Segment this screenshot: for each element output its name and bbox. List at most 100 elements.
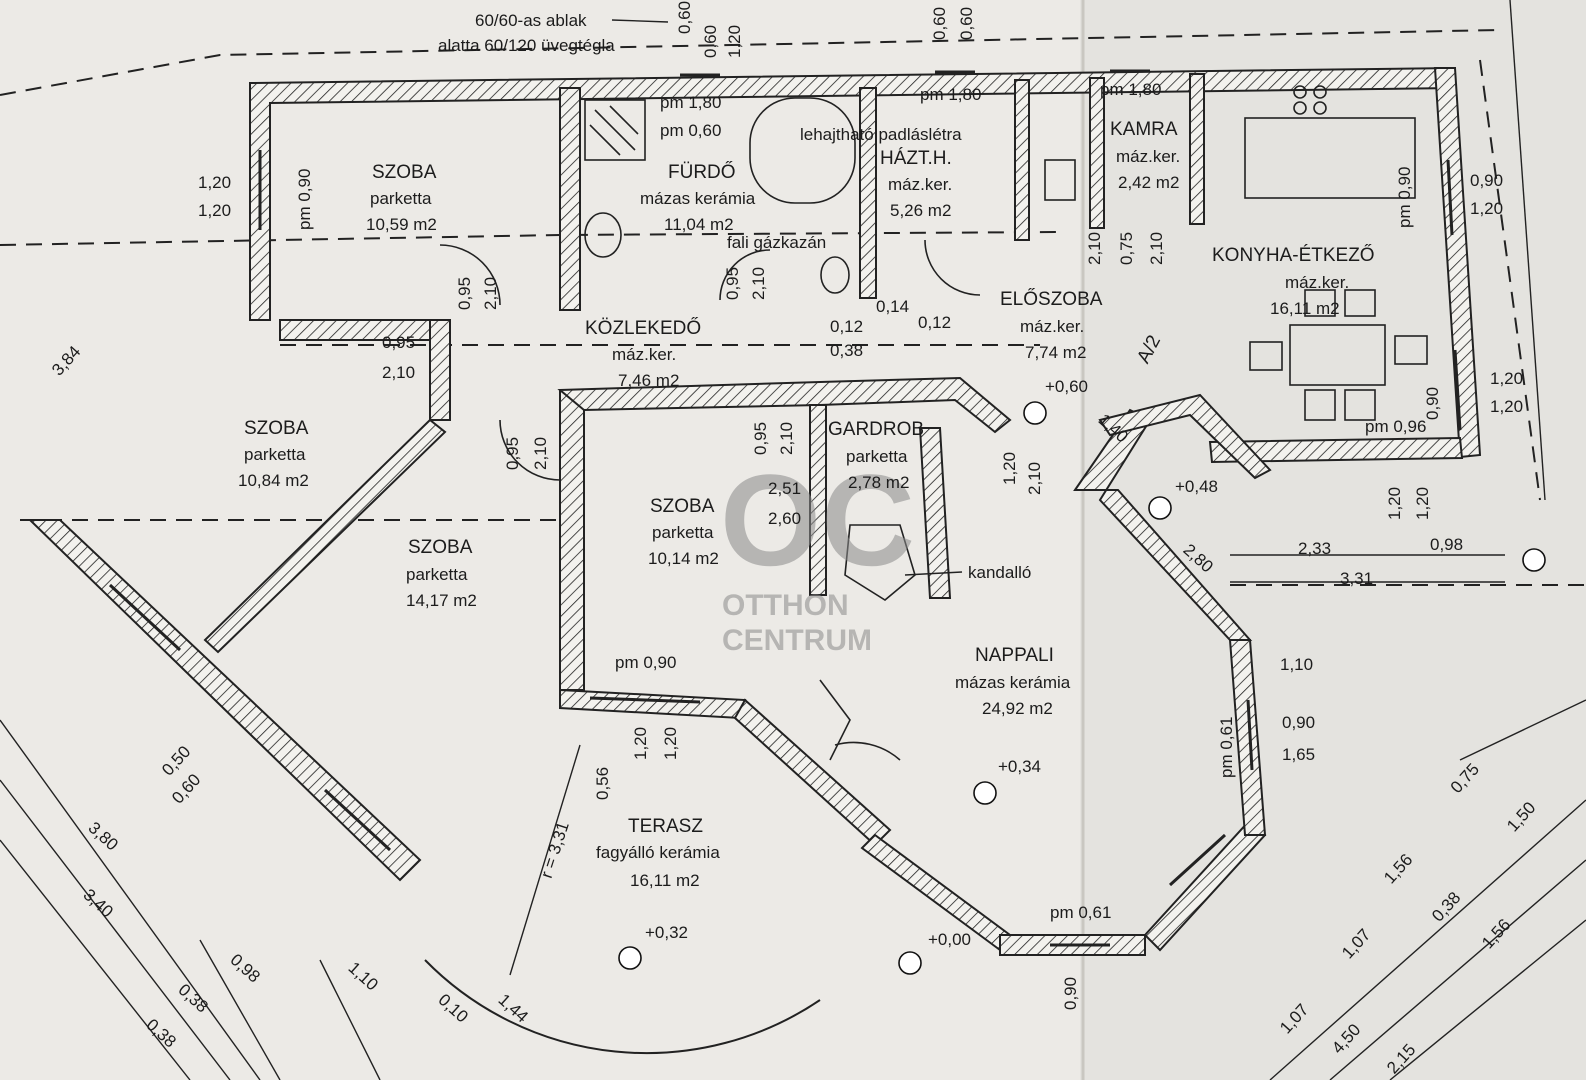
level-label: +0,60 — [1045, 377, 1088, 396]
room-floor: máz.ker. — [1285, 273, 1349, 292]
dim-label: 0,98 — [1430, 535, 1463, 554]
dim-label: pm 0,60 — [660, 121, 721, 140]
dim-label: 1,10 — [1280, 655, 1313, 674]
dim-label: 3,31 — [1340, 569, 1373, 588]
dim-label: 2,10 — [481, 277, 500, 310]
room-floor: máz.ker. — [1020, 317, 1084, 336]
fireplace-body — [844, 524, 916, 601]
room-name: TERASZ — [628, 816, 703, 837]
fireplace-leader — [904, 571, 963, 576]
room-name: SZOBA — [408, 537, 473, 558]
dim-label: pm 0,90 — [615, 653, 676, 672]
room-name: SZOBA — [244, 418, 309, 439]
dim-label: 0,12 — [918, 313, 951, 332]
washbasin — [584, 212, 622, 258]
walls — [27, 66, 1482, 956]
room-floor: parketta — [244, 445, 306, 464]
room-name: GARDROB — [828, 419, 924, 440]
room-label-nappali: NAPPALI mázas kerámia 24,92 m2 — [955, 645, 1071, 718]
dim-label: 0,95 — [455, 277, 474, 310]
room-name: KAMRA — [1110, 119, 1178, 140]
dim-label: 2,10 — [777, 422, 796, 455]
attic-ladder-note: lehajtható padláslétra — [800, 125, 962, 144]
room-area: 10,59 m2 — [366, 215, 437, 234]
room-floor: máz.ker. — [612, 345, 676, 364]
dim-label: pm 0,96 — [1365, 417, 1426, 436]
window-note-line1: 60/60-as ablak — [475, 11, 587, 30]
room-name: KÖZLEKEDŐ — [585, 317, 701, 339]
room-floor: máz.ker. — [1116, 147, 1180, 166]
dim-label: pm 1,80 — [920, 85, 981, 104]
level-label: +0,48 — [1175, 477, 1218, 496]
room-name: SZOBA — [650, 496, 715, 517]
fireplace-note: kandalló — [968, 563, 1031, 582]
terrace-arc — [424, 959, 821, 1055]
paper-fold-right — [1080, 0, 1586, 1080]
room-label-szoba-1: SZOBA parketta 10,59 m2 — [366, 162, 437, 234]
window-note-line2: alatta 60/120 üvegtégla — [438, 36, 615, 55]
dim-label: 1,20 — [1413, 487, 1432, 520]
room-label-eloszoba: ELŐSZOBA máz.ker. 7,74 m2 — [1000, 288, 1103, 362]
level-markers — [618, 401, 1546, 975]
dim-label: pm 0,90 — [1395, 167, 1414, 228]
room-area: 2,78 m2 — [848, 473, 909, 492]
watermark-line2: CENTRUM — [722, 624, 872, 657]
kitchen-counter — [1244, 117, 1416, 199]
dim-label: 0,95 — [723, 267, 742, 300]
room-floor: parketta — [652, 523, 714, 542]
dim-label: 2,10 — [1147, 232, 1166, 265]
room-label-terasz: TERASZ fagyálló kerámia 16,11 m2 — [596, 816, 720, 890]
dim-label: 0,12 — [830, 317, 863, 336]
dim-label: 1,20 — [1490, 397, 1523, 416]
radius-line — [509, 744, 581, 976]
room-label-konyha-etkezo: KONYHA-ÉTKEZŐ máz.ker. 16,11 m2 — [1212, 244, 1375, 318]
bathtub — [749, 97, 856, 204]
dining-table — [1289, 324, 1386, 386]
watermark-logo: OC — [720, 447, 915, 593]
dim-label: 0,60 — [701, 25, 720, 58]
dim-label: 1,20 — [661, 727, 680, 760]
dim-label: 0,90 — [1423, 387, 1442, 420]
level-label: +0,34 — [998, 757, 1041, 776]
dim-label: 0,60 — [675, 1, 694, 34]
dimension-labels: pm 1,80 pm 0,60 pm 1,80 pm 1,80 1,20 1,2… — [48, 1, 1539, 1078]
room-name: ELŐSZOBA — [1000, 288, 1103, 310]
room-area: 10,14 m2 — [648, 549, 719, 568]
dim-label: 0,90 — [1470, 171, 1503, 190]
dim-label: 0,60 — [930, 7, 949, 40]
room-floor: máz.ker. — [888, 175, 952, 194]
dim-label: 0,14 — [876, 297, 909, 316]
dim-label: 1,20 — [1470, 199, 1503, 218]
dim-label: pm 1,80 — [1100, 80, 1161, 99]
room-floor: parketta — [406, 565, 468, 584]
room-area: 7,74 m2 — [1025, 343, 1086, 362]
room-label-furdo: FÜRDŐ mázas kerámia 11,04 m2 — [640, 161, 756, 234]
room-area: 5,26 m2 — [890, 201, 951, 220]
room-area: 14,17 m2 — [406, 591, 477, 610]
dim-label: 1,20 — [198, 201, 231, 220]
room-floor: parketta — [370, 189, 432, 208]
dim-label: 2,10 — [382, 363, 415, 382]
watermark-line1: OTTHON — [722, 589, 849, 622]
dim-label: 0,90 — [1282, 713, 1315, 732]
fixtures — [584, 85, 1428, 601]
dim-label: 0,56 — [593, 767, 612, 800]
room-area: 16,11 m2 — [630, 871, 700, 890]
room-area: 10,84 m2 — [238, 471, 309, 490]
dim-label: 0,95 — [382, 333, 415, 352]
level-label: +0,00 — [928, 930, 971, 949]
room-name: NAPPALI — [975, 645, 1054, 666]
dim-label: 0,75 — [1117, 232, 1136, 265]
windows — [108, 69, 1462, 947]
dim-label: 1,20 — [725, 25, 744, 58]
dim-label: 2,10 — [1085, 232, 1104, 265]
room-area: 7,46 m2 — [618, 371, 679, 390]
dim-label: 0,38 — [830, 341, 863, 360]
boiler-unit — [1044, 159, 1076, 201]
dim-label: 2,33 — [1298, 539, 1331, 558]
room-label-kozlekedo: KÖZLEKEDŐ máz.ker. 7,46 m2 — [585, 317, 701, 390]
boiler-note: fali gázkazán — [727, 233, 826, 252]
dim-label: 0,60 — [957, 7, 976, 40]
